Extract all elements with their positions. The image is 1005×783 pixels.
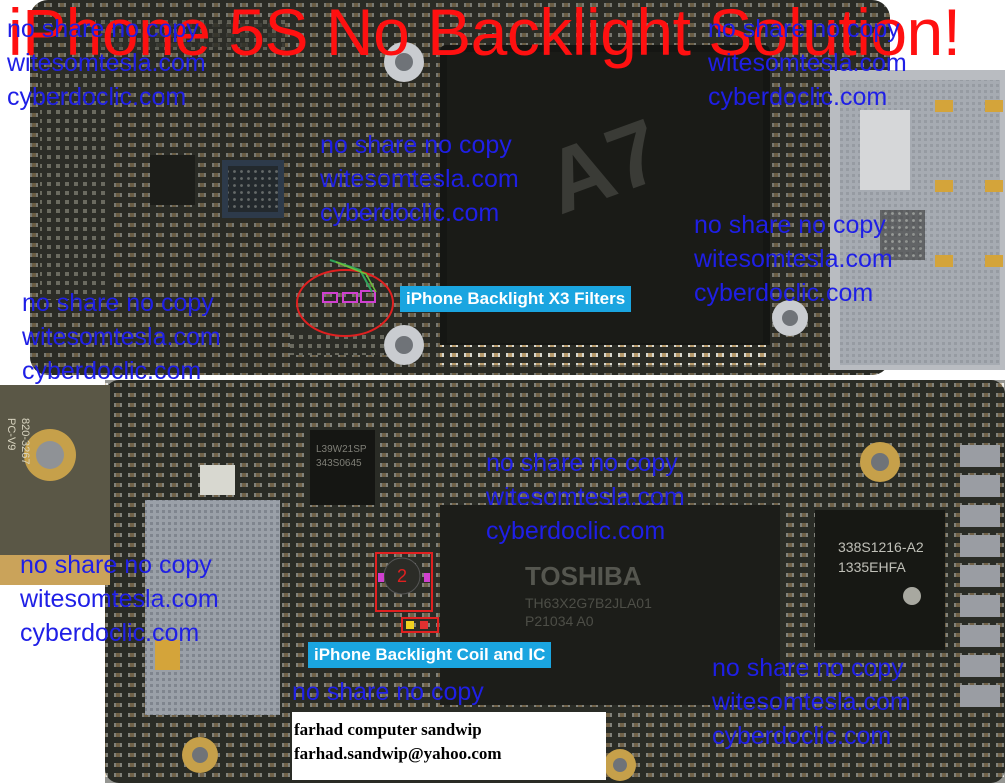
svg-text:343S0645: 343S0645 (316, 458, 362, 469)
watermark-line: no share no copy (22, 289, 214, 317)
watermark-line: no share no copy (292, 678, 484, 706)
watermark-mid-right: no share no copy witesomtesla.com cyberd… (694, 208, 893, 310)
author-credit: farhad computer sandwip farhad.sandwip@y… (292, 712, 606, 780)
rf-shield (145, 500, 280, 715)
watermark-top-center: no share no copy witesomtesla.com cyberd… (320, 128, 519, 230)
watermark-line: cyberdoclic.com (20, 619, 200, 647)
watermark-lower-center: no share no copy witesomtesla.com cyberd… (486, 446, 685, 548)
author-email: farhad.sandwip@yahoo.com (294, 744, 502, 763)
svg-text:820-3267: 820-3267 (19, 418, 31, 465)
ic-highlight-box (401, 617, 439, 633)
watermark-line: witesomtesla.com (7, 49, 206, 77)
watermark-lower-right: no share no copy witesomtesla.com cyberd… (712, 651, 911, 753)
svg-text:PC-V9: PC-V9 (5, 418, 17, 450)
svg-text:338S1216-A2: 338S1216-A2 (838, 539, 924, 555)
apple-338s1216-chip (815, 510, 945, 650)
watermark-top-left: no share no copy witesomtesla.com cyberd… (7, 12, 206, 114)
watermark-line: cyberdoclic.com (7, 83, 187, 111)
watermark-line: cyberdoclic.com (694, 279, 874, 307)
watermark-line: witesomtesla.com (320, 165, 519, 193)
watermark-line: cyberdoclic.com (486, 517, 666, 545)
watermark-line: cyberdoclic.com (320, 199, 500, 227)
watermark-line: witesomtesla.com (694, 245, 893, 273)
toshiba-nand-chip (440, 505, 780, 705)
watermark-line: no share no copy (7, 15, 199, 43)
svg-text:1335EHFA: 1335EHFA (838, 559, 906, 575)
watermark-line: no share no copy (712, 654, 904, 682)
svg-text:2: 2 (397, 566, 407, 586)
watermark-line: witesomtesla.com (708, 49, 907, 77)
watermark-mid-left: no share no copy witesomtesla.com cyberd… (22, 286, 221, 388)
coil-highlight-box (375, 552, 433, 612)
watermark-line: witesomtesla.com (20, 585, 219, 613)
watermark-line: no share no copy (486, 449, 678, 477)
author-name: farhad computer sandwip (294, 720, 482, 739)
filters-highlight-circle (296, 269, 394, 337)
watermark-top-right: no share no copy witesomtesla.com cyberd… (708, 12, 907, 114)
watermark-line: witesomtesla.com (712, 688, 911, 716)
svg-text:P21034 A0: P21034 A0 (525, 613, 594, 629)
watermark-bottom-center: no share no copy (292, 675, 484, 709)
watermark-line: cyberdoclic.com (22, 357, 202, 385)
watermark-line: no share no copy (20, 551, 212, 579)
watermark-line: witesomtesla.com (486, 483, 685, 511)
screw-hole (384, 42, 808, 365)
watermark-line: witesomtesla.com (22, 323, 221, 351)
watermark-lower-left: no share no copy witesomtesla.com cyberd… (20, 548, 219, 650)
ic-l39w21sp (310, 430, 375, 505)
backlight-coil-label: iPhone Backlight Coil and IC (308, 642, 552, 668)
backlight-filters-label: iPhone Backlight X3 Filters (400, 286, 632, 312)
svg-text:TH63X2G7B2JLA01: TH63X2G7B2JLA01 (525, 595, 652, 611)
svg-text:L39W21SP: L39W21SP (316, 444, 367, 455)
watermark-line: cyberdoclic.com (712, 722, 892, 750)
watermark-line: cyberdoclic.com (708, 83, 888, 111)
watermark-line: no share no copy (320, 131, 512, 159)
page-title: iPhone 5S No Backlight Solution! (8, 0, 961, 69)
svg-text:TOSHIBA: TOSHIBA (525, 561, 642, 591)
watermark-line: no share no copy (694, 211, 886, 239)
watermark-line: no share no copy (708, 15, 900, 43)
